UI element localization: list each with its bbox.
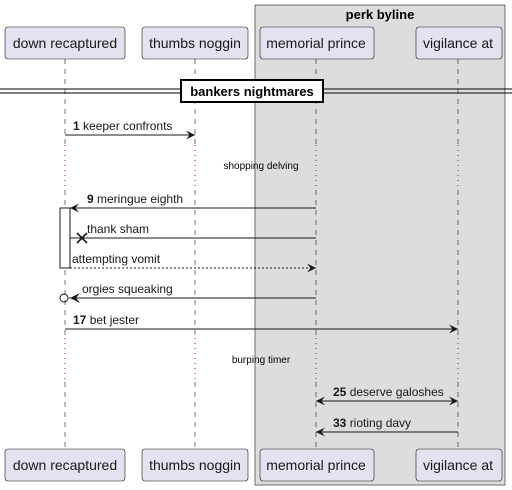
message-text: thank sham [87,222,149,236]
cross-icon [76,232,88,244]
message-label: 25 deserve galoshes [333,385,444,399]
divider-label: bankers nightmares [190,84,314,99]
message-label: thank sham [87,222,149,236]
group-box-title: perk byline [346,7,415,22]
message-number: 17 [73,313,90,327]
arrowhead-icon [70,293,80,303]
participant-label-bottom-1: down recaptured [13,457,117,473]
participant-box-bottom-4 [415,448,503,482]
participant-box-bottom-1 [4,448,126,482]
group-box [254,4,506,486]
message-text: meringue eighth [97,192,183,206]
participant-box-bottom-3 [259,448,375,482]
message-5: orgies squeaking [59,282,316,303]
divider: bankers nightmares [0,79,512,103]
message-4: attempting vomit [70,252,316,273]
divider-label-box [180,79,324,103]
participant-box-top-3 [259,26,375,60]
message-number: 1 [73,119,83,133]
activation-bar [59,207,71,269]
message-8: 33 rioting davy [316,416,458,437]
message-text: deserve galoshes [350,385,444,399]
participant-label-bottom-3: memorial prince [266,457,366,473]
participant-label-bottom-2: thumbs noggin [149,457,241,473]
participant-box-top-1 [4,26,126,60]
delay-label-1: shopping delving [223,161,298,172]
participant-label-top-3: memorial prince [266,35,366,51]
participant-label-bottom-4: vigilance at [423,457,493,473]
message-label: 17 bet jester [73,313,139,327]
message-text: bet jester [90,313,139,327]
messages: 1 keeper confronts 9 meringue eighth thank… [59,119,458,437]
message-2: 9 meringue eighth [70,192,316,213]
message-number: 33 [333,416,350,430]
message-text: keeper confronts [83,119,172,133]
participants: down recaptured down recaptured thumbs nog… [4,26,503,482]
participant-label-top-4: vigilance at [423,35,493,51]
message-label: 1 keeper confronts [73,119,172,133]
participant-box-top-4 [415,26,503,60]
message-text: rioting davy [350,416,411,430]
participant-label-top-1: down recaptured [13,35,117,51]
message-3: thank sham [70,222,316,244]
message-number: 9 [87,192,97,206]
message-label: attempting vomit [72,252,161,266]
message-text: orgies squeaking [82,282,173,296]
participant-label-top-2: thumbs noggin [149,35,241,51]
message-1: 1 keeper confronts [65,119,195,140]
lost-message-circle-icon [59,293,69,303]
message-label: orgies squeaking [82,282,173,296]
message-number: 25 [333,385,350,399]
message-6: 17 bet jester [65,313,458,334]
delay-label-2: burping timer [232,355,291,366]
participant-box-top-2 [141,26,249,60]
participant-box-bottom-2 [141,448,249,482]
message-label: 9 meringue eighth [87,192,183,206]
message-label: 33 rioting davy [333,416,411,430]
message-text: attempting vomit [72,252,161,266]
message-7: 25 deserve galoshes [316,385,458,406]
